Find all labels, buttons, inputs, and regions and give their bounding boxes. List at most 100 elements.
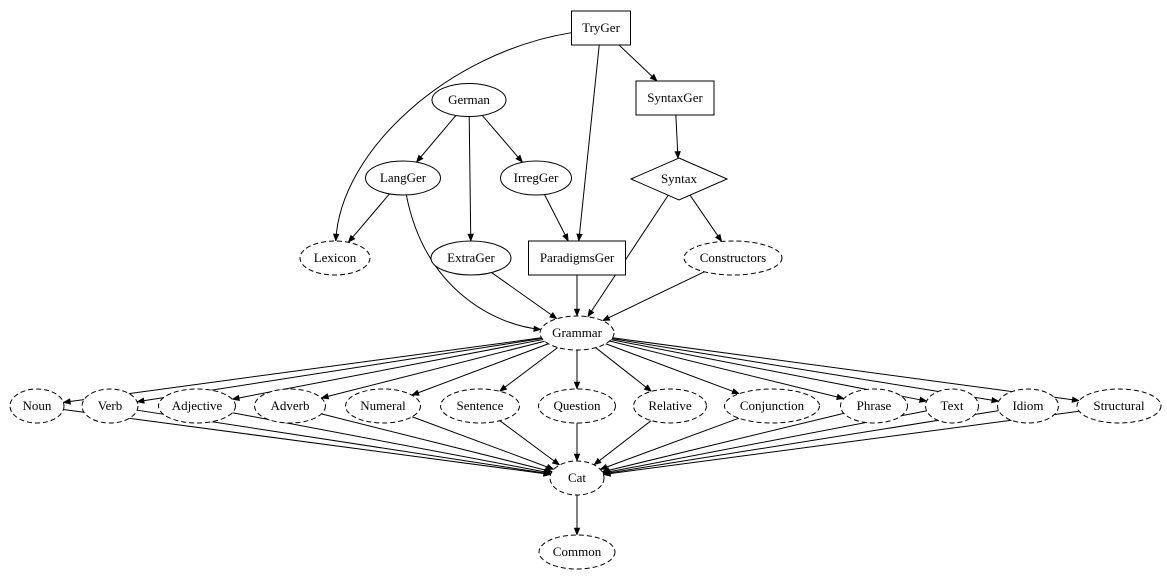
ellipse-shape (345, 388, 421, 424)
edge-layer (62, 32, 1080, 536)
edge-structural-cat (602, 410, 1080, 477)
edge-grammar-noun (62, 337, 542, 405)
node-label-adjective: Adjective (172, 398, 223, 413)
ellipse-shape (633, 388, 707, 424)
ellipse-shape (500, 160, 572, 196)
node-text: Text (925, 388, 979, 424)
node-label-conjunction: Conjunction (740, 398, 805, 413)
node-adverb: Adverb (254, 388, 326, 424)
node-question: Question (538, 388, 616, 424)
node-syntaxger: SyntaxGer (635, 80, 715, 116)
edge-numeral-cat (411, 416, 555, 470)
node-phrase: Phrase (840, 388, 908, 424)
node-relative: Relative (633, 388, 707, 424)
node-structural: Structural (1076, 388, 1162, 424)
ellipse-shape (538, 534, 616, 570)
node-label-irregger: IrregGer (514, 170, 559, 185)
node-label-syntaxger: SyntaxGer (647, 90, 703, 105)
node-label-common: Common (553, 544, 602, 559)
node-label-syntax: Syntax (661, 171, 698, 186)
node-verb: Verb (81, 388, 139, 424)
ellipse-shape (158, 388, 236, 424)
edge-langger-grammar (405, 194, 542, 332)
node-extrager: ExtraGer (430, 240, 512, 276)
node-irregger: IrregGer (500, 160, 572, 196)
edge-grammar-numeral (411, 343, 549, 396)
node-label-idiom: Idiom (1012, 398, 1043, 413)
node-tryger: TryGer (571, 10, 631, 46)
edge-conjunction-cat (599, 417, 740, 470)
node-numeral: Numeral (345, 388, 421, 424)
node-label-question: Question (554, 398, 601, 413)
ellipse-shape (365, 160, 441, 196)
node-label-extrager: ExtraGer (447, 250, 495, 265)
node-label-constructors: Constructors (700, 250, 766, 265)
node-idiom: Idiom (997, 388, 1059, 424)
edge-grammar-idiom (611, 338, 1000, 404)
ellipse-shape (440, 388, 520, 424)
node-cat: Cat (549, 460, 605, 496)
edge-extrager-grammar (491, 272, 558, 320)
edge-langger-lexicon (347, 193, 390, 243)
node-conjunction: Conjunction (724, 388, 820, 424)
edge-syntax-constructors (689, 194, 723, 243)
node-paradigmsger: ParadigmsGer (528, 240, 626, 276)
node-label-noun: Noun (23, 398, 52, 413)
ellipse-shape (430, 240, 512, 276)
edge-sentence-cat (499, 420, 561, 466)
node-german: German (431, 83, 507, 117)
edge-phrase-cat (601, 412, 844, 474)
ellipse-shape (299, 240, 371, 276)
node-label-german: German (448, 92, 490, 107)
ellipse-shape (254, 388, 326, 424)
box-shape (635, 80, 715, 116)
box-shape (528, 240, 626, 276)
edge-german-irregger (481, 115, 524, 163)
node-label-text: Text (941, 398, 964, 413)
edge-relative-cat (593, 420, 652, 466)
ellipse-shape (1076, 388, 1162, 424)
node-lexicon: Lexicon (299, 240, 371, 276)
node-label-cat: Cat (568, 470, 586, 485)
edge-grammar-adverb (320, 340, 545, 400)
node-sentence: Sentence (440, 388, 520, 424)
node-common: Common (538, 534, 616, 570)
node-label-lexicon: Lexicon (314, 250, 357, 265)
edge-tryger-paradigmsger (576, 44, 600, 242)
ellipse-shape (840, 388, 908, 424)
edge-tryger-lexicon (332, 32, 572, 242)
ellipse-shape (724, 388, 820, 424)
ellipse-shape (431, 83, 507, 117)
node-label-grammar: Grammar (552, 325, 602, 340)
node-adjective: Adjective (158, 388, 236, 424)
diamond-shape (629, 157, 729, 201)
edge-grammar-conjunction (605, 343, 740, 395)
ellipse-shape (81, 388, 139, 424)
node-grammar: Grammar (539, 315, 615, 351)
edge-grammar-phrase (609, 340, 845, 400)
ellipse-shape (9, 388, 65, 424)
edge-grammar-sentence (498, 347, 559, 392)
box-shape (571, 10, 631, 46)
node-noun: Noun (9, 388, 65, 424)
ellipse-shape (997, 388, 1059, 424)
node-label-sentence: Sentence (457, 398, 504, 413)
ellipse-shape (539, 315, 615, 351)
node-label-phrase: Phrase (857, 398, 892, 413)
node-label-adverb: Adverb (271, 398, 310, 413)
edge-irregger-paradigmsger (544, 194, 569, 242)
ellipse-shape (683, 240, 783, 276)
node-syntax: Syntax (629, 157, 729, 201)
node-label-verb: Verb (98, 398, 123, 413)
node-langger: LangGer (365, 160, 441, 196)
edge-constructors-grammar (601, 271, 705, 322)
edge-grammar-relative (595, 347, 653, 392)
edge-adverb-cat (321, 413, 553, 474)
ellipse-shape (925, 388, 979, 424)
node-label-paradigmsger: ParadigmsGer (540, 250, 615, 265)
node-label-tryger: TryGer (582, 20, 620, 35)
edge-grammar-structural (612, 337, 1080, 403)
